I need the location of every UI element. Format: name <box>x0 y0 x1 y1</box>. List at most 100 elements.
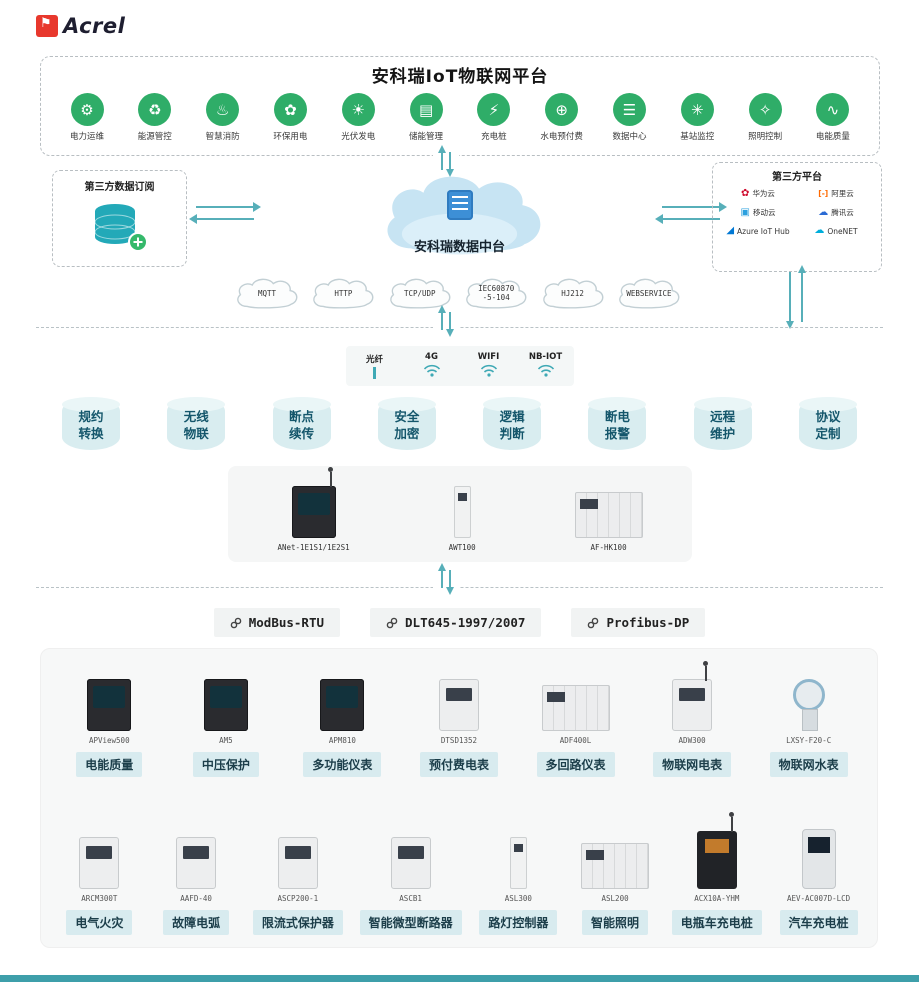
gateway-item: AWT100 <box>449 484 476 552</box>
dashed-divider-upper <box>36 327 883 328</box>
cloud-provider-item: ◢ Azure IoT Hub <box>719 226 797 236</box>
product-category-label: 汽车充电桩 <box>779 910 858 935</box>
app-icon-glyph: ♨ <box>215 100 230 119</box>
device-shape <box>453 486 471 538</box>
app-icon: ▤ <box>409 93 443 126</box>
protocol-cloud-label: HTTP <box>334 288 353 298</box>
product-image <box>672 812 762 889</box>
product-category-label: 路灯控制器 <box>479 910 558 935</box>
cloud-outline-icon <box>313 278 374 309</box>
antenna-icon <box>728 812 734 832</box>
product-model: ACX10A-YHM <box>694 894 740 903</box>
app-icon-glyph: ▤ <box>418 100 434 119</box>
cloud-outline-icon <box>542 278 604 309</box>
data-center-cloud: 安科瑞数据中台 <box>372 166 547 268</box>
product-model: ASL300 <box>504 894 532 903</box>
feature-cylinder: 断电 报警 <box>588 397 647 450</box>
gateway-item: AF-HK100 <box>574 484 643 552</box>
product-item: AM5 中压保护 <box>186 669 266 777</box>
link-icon <box>386 617 398 628</box>
cloud-outline-icon <box>390 278 451 309</box>
device-shape <box>176 837 217 889</box>
product-item: AEV-AC007D-LCD 汽车充电桩 <box>779 827 859 935</box>
product-model: ARCM300T <box>81 894 118 903</box>
product-category-label: 多回路仪表 <box>536 752 615 777</box>
connectivity-bar: 光纤 4G WIFI <box>346 346 574 386</box>
connectivity-label: WIFI <box>477 351 500 362</box>
product-item: ASL200 智能照明 <box>575 827 655 935</box>
product-category-label: 智能照明 <box>582 910 649 935</box>
device-shape <box>277 837 318 889</box>
up-down-arrows-lower <box>433 563 459 595</box>
device-shape <box>574 492 643 538</box>
bus-protocol-row: ModBus-RTU DLT645-1997/2007 Profibus-DP <box>0 608 919 637</box>
feature-cylinder: 无线 物联 <box>167 397 226 450</box>
product-model: APView500 <box>88 736 130 745</box>
product-model: ASL200 <box>601 894 629 903</box>
product-item: AAFD-40 故障电弧 <box>156 827 236 935</box>
connectivity-item: 4G <box>406 352 458 381</box>
app-icon: ✿ <box>273 93 307 126</box>
feature-label: 远程 维护 <box>710 409 736 441</box>
product-model: ASCP200-1 <box>277 894 319 903</box>
cloud-outline-icon <box>619 278 680 309</box>
platform-app-item: ☀ 光伏发电 <box>328 93 388 142</box>
product-category-label: 限流式保护器 <box>252 910 343 935</box>
cloud-provider-icon: ☁ <box>818 206 829 218</box>
up-arrow-icon <box>438 563 446 588</box>
product-item: DTSD1352 预付费电表 <box>419 669 499 777</box>
app-icon-glyph: ✿ <box>284 100 297 119</box>
data-center-label: 安科瑞数据中台 <box>413 240 505 255</box>
bus-protocol-button: DLT645-1997/2007 <box>370 608 542 637</box>
app-icon: ∿ <box>816 93 850 126</box>
down-arrow-icon <box>446 152 454 177</box>
product-image <box>253 827 343 889</box>
connectivity-item: NB-IOT <box>520 352 572 381</box>
protocol-cloud-label: MQTT <box>257 288 277 298</box>
product-panel: APView500 电能质量 AM5 中压保护 <box>40 648 878 948</box>
product-category-label: 智能微型断路器 <box>359 910 462 935</box>
cloud-provider-icon: ☁ <box>814 225 825 236</box>
product-image <box>575 827 655 889</box>
gateway-device-image <box>449 484 476 538</box>
feature-cylinder: 远程 维护 <box>693 397 752 450</box>
app-icon: ⊕ <box>545 93 579 126</box>
feature-cylinder: 规约 转换 <box>62 397 120 450</box>
connectivity-item: 光纤 <box>349 353 401 379</box>
product-image <box>419 669 499 731</box>
wifi-icon <box>423 364 440 377</box>
cloud-provider-name: 腾讯云 <box>831 208 854 217</box>
product-category-label: 中压保护 <box>192 752 259 777</box>
cloud-provider-name: 华为云 <box>752 189 775 198</box>
feature-cylinder: 安全 加密 <box>377 397 436 450</box>
cloud-provider-icon: ✿ <box>741 187 750 199</box>
app-label: 数据中心 <box>612 132 647 142</box>
app-label: 光伏发电 <box>341 132 376 142</box>
device-shape <box>541 685 610 731</box>
acrel-logo: Acrel <box>36 14 125 38</box>
product-item: ASCP200-1 限流式保护器 <box>252 827 343 935</box>
product-image <box>302 669 382 731</box>
protocol-cloud-label: TCP/UDP <box>403 288 436 298</box>
right-arrow-icon <box>196 202 261 212</box>
connectivity-label: 光纤 <box>365 355 383 365</box>
device-shape <box>672 661 713 731</box>
right-arrow-icon <box>662 202 727 212</box>
gateway-model: ANet-1E1S1/1E2S1 <box>277 543 350 552</box>
app-icon: ☰ <box>613 93 646 126</box>
product-item: ADF400L 多回路仪表 <box>536 669 616 777</box>
product-item: ASL300 路灯控制器 <box>478 827 558 935</box>
platform-app-row: ⚙ 电力运维 ♻ 能源管控 ♨ 智慧消防 <box>57 93 863 142</box>
app-icon-glyph: ☀ <box>351 100 365 119</box>
product-category-label: 物联网水表 <box>769 752 848 777</box>
cloud-outline-icon <box>466 278 527 309</box>
third-party-subscription-box: 第三方数据订阅 <box>52 170 187 267</box>
bus-protocol-label: Profibus-DP <box>606 615 690 630</box>
platform-app-item: ∿ 电能质量 <box>803 93 863 142</box>
device-shape <box>390 837 431 889</box>
connectivity-label: NB-IOT <box>528 351 563 362</box>
cloud-provider-item: ☁ 腾讯云 <box>797 207 875 218</box>
app-icon: ☀ <box>341 93 375 126</box>
cloud-provider-name: Azure IoT Hub <box>737 226 790 236</box>
product-row-2: ARCM300T 电气火灾 AAFD-40 故障电弧 <box>41 812 877 935</box>
